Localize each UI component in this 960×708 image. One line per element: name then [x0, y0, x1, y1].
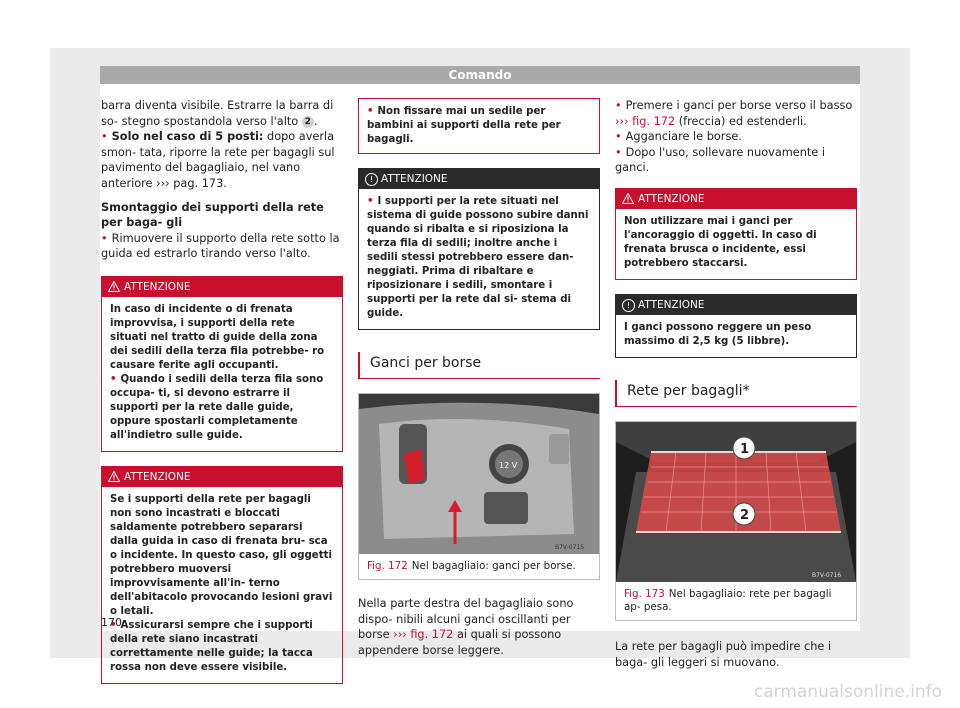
figure-reference-link[interactable]: ››› fig. 172 [615, 114, 676, 128]
notice-text: I ganci possono reggere un peso massimo … [624, 321, 812, 347]
luggage-net-illustration: 1 2 B7V-0716 [616, 421, 856, 582]
bullet-text: dopo averla smon- tata, riporre la rete … [101, 130, 335, 190]
bullet-icon: • [367, 196, 374, 207]
bullet-text: Dopo l'uso, sollevare nuovamente i ganci… [615, 145, 825, 175]
warning-title: ATTENZIONE [124, 470, 191, 483]
warning-continuation-box: •Non fissare mai un sedile per bambini a… [358, 98, 600, 154]
warning-triangle-icon [622, 192, 634, 204]
bullet-icon: • [101, 130, 108, 144]
bullet-icon: • [110, 619, 117, 631]
site-watermark: carmanualsonline.info [753, 682, 942, 702]
warning-bullet: •Quando i sedili della terza fila sono o… [110, 373, 334, 443]
bullet-item: •Dopo l'uso, sollevare nuovamente i ganc… [615, 145, 857, 176]
warning-text: In caso di incidente o di frenata improv… [110, 303, 325, 371]
figure-image: 12 V B7V-0715 [359, 394, 599, 554]
info-circle-icon: ! [622, 298, 635, 312]
notice-header: ! ATTENZIONE [359, 169, 599, 189]
figure-image: 1 2 B7V-0716 [616, 421, 856, 582]
bullet-text: Premere i ganci per borse verso il basso [625, 99, 853, 112]
figure-caption-text: Nel bagagliaio: rete per bagagli ap- pes… [624, 587, 832, 613]
paragraph: La rete per bagagli può impedire che i b… [615, 639, 832, 669]
notice-header: ! ATTENZIONE [616, 294, 856, 315]
page-reference-link[interactable]: ››› pag. 173 [156, 176, 224, 190]
bag-hooks-illustration: 12 V B7V-0715 [359, 394, 599, 554]
warning-title: ATTENZIONE [638, 192, 705, 205]
warning-header: ATTENZIONE [102, 276, 342, 297]
bullet-item: •Agganciare le borse. [615, 129, 857, 145]
warning-bullet-text: Assicurarsi sempre che i supporti della … [110, 619, 313, 673]
notice-box: ! ATTENZIONE •I supporti per la rete sit… [358, 168, 600, 330]
notice-bullet: •I supporti per la rete situati nel sist… [367, 195, 591, 321]
paragraph-end: ai quali si possono appendere borse legg… [358, 628, 562, 657]
paragraph: Nella parte destra del bagagliaio sono d… [358, 596, 600, 658]
bullet-icon: • [367, 106, 374, 117]
warning-text: Non utilizzare mai i ganci per l'ancorag… [624, 215, 817, 269]
warning-bullet-text: Quando i sedili della terza fila sono oc… [110, 373, 324, 441]
warning-header: ATTENZIONE [616, 188, 856, 209]
bullet-icon: • [101, 231, 108, 245]
bullet-item: •Rimuovere il supporto della rete sotto … [101, 231, 343, 262]
section-heading: Rete per bagagli* [615, 379, 857, 407]
info-circle-icon: ! [365, 173, 378, 186]
figure-code: B7V-0715 [555, 544, 584, 551]
warning-title: ATTENZIONE [124, 280, 191, 293]
bullet-text: Rimuovere il supporto della rete sotto l… [101, 231, 340, 261]
bullet-icon: • [615, 99, 622, 112]
figure-code: B7V-0716 [812, 572, 841, 579]
bullet-item: •Premere i ganci per borse verso il bass… [615, 98, 857, 129]
bold-lead: Solo nel caso di 5 posti: [111, 130, 264, 144]
paragraph-end: . [313, 114, 318, 128]
figure-caption-text: Nel bagagliaio: ganci per borse. [411, 560, 576, 572]
warning-bullet: •Assicurarsi sempre che i supporti della… [110, 619, 334, 675]
figure-reference-link[interactable]: ››› fig. 172 [393, 628, 454, 642]
warning-body: In caso di incidente o di frenata improv… [102, 297, 342, 451]
notice-title: ATTENZIONE [381, 173, 448, 185]
notice-body: •I supporti per la rete situati nel sist… [359, 189, 599, 329]
column-3: •Premere i ganci per borse verso il bass… [615, 98, 857, 670]
warning-body: Se i supporti della rete per bagagli non… [102, 487, 342, 683]
warning-header: ATTENZIONE [102, 466, 342, 487]
section-heading: Ganci per borse [358, 352, 600, 379]
column-2: •Non fissare mai un sedile per bambini a… [358, 98, 600, 658]
page-number: 170 [101, 616, 122, 629]
bullet-end: . [223, 176, 227, 190]
warning-body: Non utilizzare mai i ganci per l'ancorag… [616, 209, 856, 279]
socket-label: 12 V [499, 461, 518, 470]
warning-triangle-icon [108, 470, 120, 482]
callout-1: 1 [740, 442, 749, 457]
bullet-icon: • [615, 145, 622, 159]
bullet-icon: • [615, 130, 622, 144]
warning-triangle-icon [108, 280, 120, 292]
notice-box: ! ATTENZIONE I ganci possono reggere un … [615, 293, 857, 358]
figure-label: Fig. 172 [367, 560, 408, 572]
bullet-icon: • [110, 373, 117, 385]
page-header: Comando [100, 66, 860, 84]
bullet-text: Agganciare le borse. [625, 130, 742, 144]
warning-box: ATTENZIONE Non utilizzare mai i ganci pe… [615, 187, 857, 280]
paragraph: barra diventa visibile. Estrarre la barr… [101, 98, 343, 129]
notice-bullet-text: I supporti per la rete situati nel siste… [367, 196, 589, 319]
bullet-end: (freccia) ed estenderli. [675, 114, 807, 128]
bullet-item: •Solo nel caso di 5 posti: dopo averla s… [101, 129, 343, 191]
callout-number: 2 [301, 115, 314, 128]
warning-box: ATTENZIONE In caso di incidente o di fre… [101, 275, 343, 452]
warning-bullet-text: Non fissare mai un sedile per bambini ai… [367, 106, 561, 145]
paragraph-text: Nella parte destra del bagagliaio sono d… [358, 597, 574, 642]
subheading: Smontaggio dei supporti della rete per b… [101, 200, 324, 230]
paragraph-text: barra diventa visibile. Estrarre la barr… [101, 99, 334, 128]
warning-box: ATTENZIONE Se i supporti della rete per … [101, 465, 343, 684]
figure-label: Fig. 173 [624, 587, 665, 600]
column-1: barra diventa visibile. Estrarre la barr… [101, 98, 343, 684]
notice-body: I ganci possono reggere un peso massimo … [616, 315, 856, 357]
notice-title: ATTENZIONE [638, 298, 705, 311]
warning-text: Se i supporti della rete per bagagli non… [110, 493, 333, 617]
callout-2: 2 [740, 508, 749, 523]
